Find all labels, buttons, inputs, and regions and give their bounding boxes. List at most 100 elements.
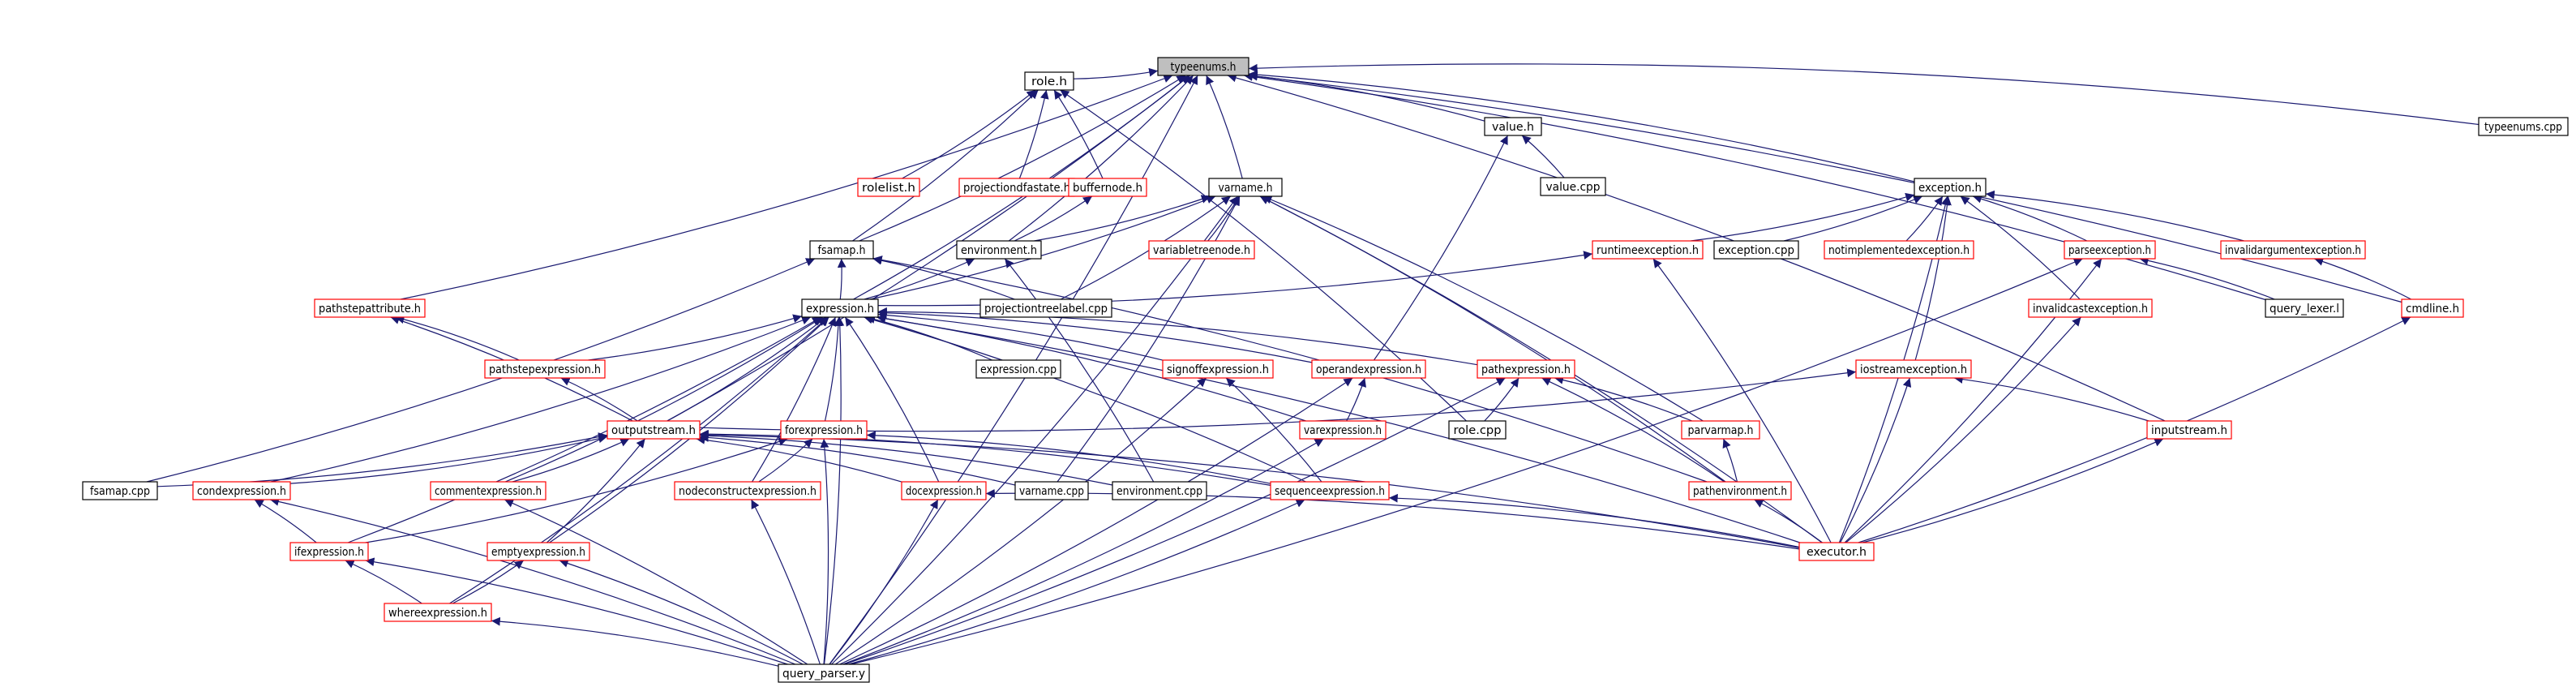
- node-executor-h[interactable]: executor.h: [1798, 542, 1875, 561]
- node-inputstream-h[interactable]: inputstream.h: [2146, 420, 2232, 440]
- node-variabletreenode-h[interactable]: variabletreenode.h: [1148, 240, 1255, 260]
- edge-executor_h-to-docexpression_h: [985, 488, 1800, 550]
- node-role-cpp[interactable]: role.cpp: [1448, 420, 1507, 440]
- node-projectiondfastate-h[interactable]: projectiondfastate.h: [958, 178, 1075, 197]
- node-buffernode-h[interactable]: buffernode.h: [1068, 178, 1147, 197]
- edge-inputstream_h-to-typeenums_h: [1227, 73, 2166, 422]
- node-varname-cpp[interactable]: varname.cpp: [1014, 481, 1089, 500]
- node-invalidcastexception-h[interactable]: invalidcastexception.h: [2028, 298, 2153, 318]
- node-box: [1592, 240, 1704, 260]
- edge-projectiontreelabel_cpp-to-varname_h: [1060, 195, 1232, 300]
- node-label: invalidargumentexception.h: [2225, 244, 2361, 257]
- node-notimplementedexception-h[interactable]: notimplementedexception.h: [1824, 240, 1974, 260]
- node-box: [1484, 117, 1542, 136]
- node-whereexpression-h[interactable]: whereexpression.h: [384, 603, 492, 622]
- node-nodeconstructexpression-h[interactable]: nodeconstructexpression.h: [674, 481, 821, 500]
- node-box: [2028, 298, 2153, 318]
- node-label: signoffexpression.h: [1167, 363, 1269, 376]
- node-label: value.cpp: [1546, 181, 1601, 194]
- node-box: [1477, 359, 1575, 379]
- node-condexpression-h[interactable]: condexpression.h: [192, 481, 291, 500]
- edge-pathenvironment_h-to-parvarmap_h: [1722, 438, 1738, 483]
- edge-typeenums_cpp-to-typeenums_h: [1248, 63, 2480, 126]
- node-cmdline-h[interactable]: cmdline.h: [2401, 298, 2464, 318]
- node-box: [1540, 177, 1606, 196]
- node-projectiontreelabel-cpp[interactable]: projectiontreelabel.cpp: [979, 298, 1112, 318]
- edge-parvarmap_h-to-pathexpression_h: [1554, 376, 1693, 422]
- edge-buffernode_h-to-role_h: [1053, 89, 1104, 179]
- node-operandexpression-h[interactable]: operandexpression.h: [1311, 359, 1426, 379]
- node-environment-h[interactable]: environment.h: [956, 240, 1042, 260]
- edge-whereexpression_h-to-expression_h: [449, 316, 829, 604]
- node-box: [1068, 178, 1147, 197]
- node-invalidargumentexception-h[interactable]: invalidargumentexception.h: [2220, 240, 2366, 260]
- node-emptyexpression-h[interactable]: emptyexpression.h: [486, 542, 590, 561]
- edge-whereexpression_h-to-ifexpression_h: [345, 560, 422, 604]
- node-value-h[interactable]: value.h: [1484, 117, 1542, 136]
- edge-expression_h-to-environment_h: [864, 258, 975, 300]
- edge-environment_h-to-varname_h: [1034, 195, 1211, 242]
- node-value-cpp[interactable]: value.cpp: [1540, 177, 1606, 196]
- node-parseexception-h[interactable]: parseexception.h: [2064, 240, 2156, 260]
- node-sequenceexpression-h[interactable]: sequenceexpression.h: [1270, 481, 1390, 500]
- edge-environment_cpp-to-environment_h: [1004, 258, 1155, 483]
- node-pathstepattribute-h[interactable]: pathstepattribute.h: [314, 298, 426, 318]
- edge-ifexpression_h-to-expression_h: [347, 316, 822, 543]
- node-expression-cpp[interactable]: expression.cpp: [975, 359, 1061, 379]
- edge-notimplementedexception_h-to-exception_h: [1905, 195, 1944, 242]
- node-pathenvironment-h[interactable]: pathenvironment.h: [1688, 481, 1792, 500]
- node-box: [2401, 298, 2464, 318]
- node-label: docexpression.h: [906, 485, 982, 498]
- node-fsamap-h[interactable]: fsamap.h: [809, 240, 874, 260]
- node-label: varname.cpp: [1019, 485, 1084, 498]
- node-label: parseexception.h: [2068, 244, 2151, 257]
- node-typeenums-cpp[interactable]: typeenums.cpp: [2478, 117, 2569, 136]
- node-exception-cpp[interactable]: exception.cpp: [1713, 240, 1799, 260]
- node-box: [1024, 71, 1074, 91]
- node-docexpression-h[interactable]: docexpression.h: [901, 481, 987, 500]
- node-exception-h[interactable]: exception.h: [1914, 178, 1987, 197]
- node-label: fsamap.h: [818, 244, 866, 257]
- node-label: executor.h: [1807, 546, 1867, 559]
- node-ifexpression-h[interactable]: ifexpression.h: [289, 542, 369, 561]
- node-box: [801, 298, 879, 318]
- node-iostreamexception-h[interactable]: iostreamexception.h: [1855, 359, 1972, 379]
- node-label: parvarmap.h: [1688, 424, 1754, 437]
- node-label: projectiontreelabel.cpp: [984, 303, 1108, 316]
- node-varexpression-h[interactable]: varexpression.h: [1299, 420, 1387, 440]
- edge-query_parser_y-to-nodeconstructexpression_h: [751, 499, 821, 665]
- node-parvarmap-h[interactable]: parvarmap.h: [1681, 420, 1760, 440]
- node-outputstream-h[interactable]: outputstream.h: [606, 420, 701, 440]
- edge-query_parser_y-to-whereexpression_h: [491, 616, 779, 667]
- node-query-parser-y[interactable]: query_parser.y: [778, 663, 870, 683]
- node-environment-cpp[interactable]: environment.cpp: [1112, 481, 1207, 500]
- node-rolelist-h[interactable]: rolelist.h: [857, 178, 920, 197]
- node-varname-h[interactable]: varname.h: [1208, 178, 1283, 197]
- node-fsamap-cpp[interactable]: fsamap.cpp: [82, 481, 158, 500]
- node-pathstepexpression-h[interactable]: pathstepexpression.h: [484, 359, 606, 379]
- node-runtimeexception-h[interactable]: runtimeexception.h: [1592, 240, 1704, 260]
- node-signoffexpression-h[interactable]: signoffexpression.h: [1162, 359, 1274, 379]
- edge-exception_h-to-typeenums_h: [1248, 70, 1915, 182]
- node-pathexpression-h[interactable]: pathexpression.h: [1477, 359, 1575, 379]
- node-label: nodeconstructexpression.h: [679, 485, 817, 498]
- edge-emptyexpression_h-to-outputstream_h: [546, 438, 646, 543]
- edge-sequenceexpression_h-to-forexpression_h: [866, 431, 1271, 484]
- edge-sequenceexpression_h-to-outputstream_h: [699, 429, 1271, 486]
- node-label: outputstream.h: [611, 424, 696, 437]
- node-expression-h[interactable]: expression.h: [801, 298, 879, 318]
- node-box: [1148, 240, 1255, 260]
- edge-environment_h-to-typeenums_h: [1008, 75, 1194, 242]
- node-label: cmdline.h: [2406, 303, 2459, 316]
- node-label: environment.h: [961, 244, 1037, 257]
- node-role-h[interactable]: role.h: [1024, 71, 1074, 91]
- node-query-lexer-l[interactable]: query_lexer.l: [2265, 298, 2344, 318]
- edge-projectiondfastate_h-to-role_h: [1018, 89, 1049, 179]
- edge-parvarmap_h-to-varname_h: [1262, 195, 1704, 422]
- edge-query_parser_y-to-forexpression_h: [820, 438, 829, 665]
- edge-varname_h-to-typeenums_h: [1206, 75, 1243, 179]
- node-typeenums-h[interactable]: typeenums.h: [1157, 57, 1249, 76]
- node-commentexpression-h[interactable]: commentexpression.h: [430, 481, 546, 500]
- node-forexpression-h[interactable]: forexpression.h: [780, 420, 868, 440]
- node-box: [1311, 359, 1426, 379]
